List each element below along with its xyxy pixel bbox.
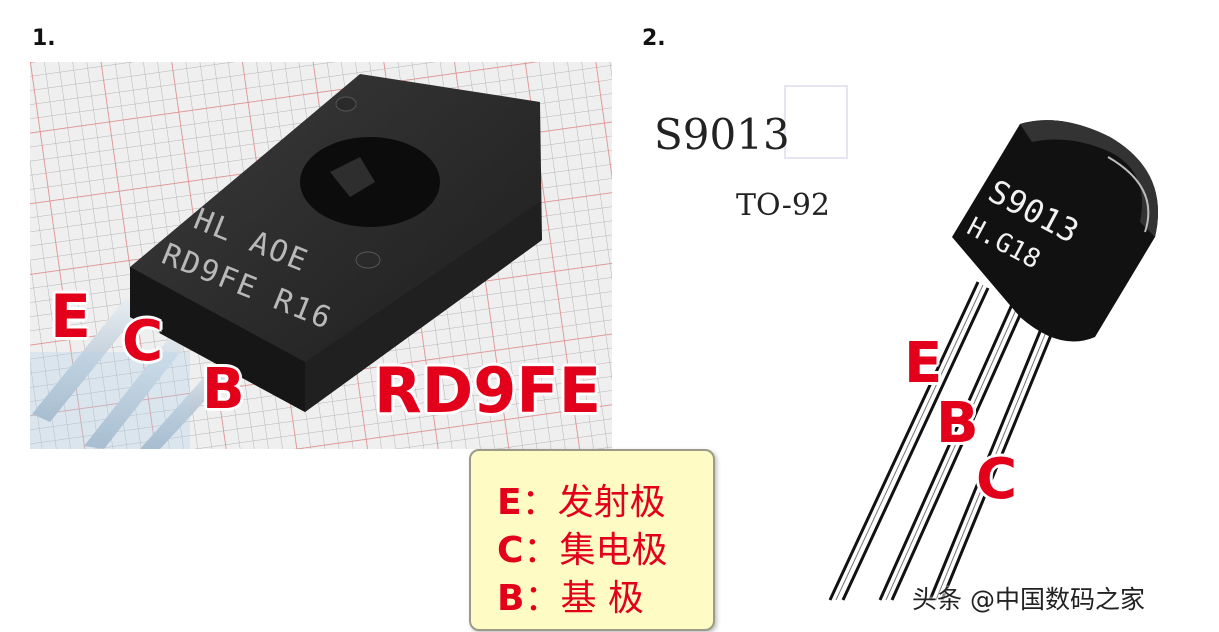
watermark-text: 头条 @中国数码之家 xyxy=(912,585,1145,614)
pin-label-e-2: E xyxy=(904,331,943,396)
part-name-text: S9013 xyxy=(654,110,790,159)
pin-label-e: E xyxy=(50,282,91,352)
transistor-photo-rd9fe: HL AOE RD9FE R16 E C B RD9FE xyxy=(30,62,612,449)
legend-value: 集电极 xyxy=(559,530,668,571)
transistor-drawing-s9013: S9013 TO-92 S9013 H.G18 E B C xyxy=(640,62,1219,622)
pin-label-c: C xyxy=(122,309,164,374)
legend-separator: ： xyxy=(524,578,561,619)
legend-value: 基 极 xyxy=(560,578,644,619)
panel-2-number: 2. xyxy=(642,26,666,51)
panel-1-number: 1. xyxy=(32,26,56,51)
part-name-label: RD9FE xyxy=(374,354,602,427)
legend-row-collector: C：集电极 xyxy=(497,521,667,573)
package-text: TO-92 xyxy=(736,188,831,223)
legend-row-emitter: E：发射极 xyxy=(497,473,666,525)
legend-key: C xyxy=(497,530,524,571)
legend-key: E xyxy=(497,482,522,523)
pin-label-c-2: C xyxy=(976,447,1018,512)
grid-paper-illustration xyxy=(30,62,612,449)
legend-key: B xyxy=(497,578,525,619)
to92-transistor-illustration xyxy=(784,85,1158,601)
pin-label-b-2: B xyxy=(936,391,979,456)
legend-separator: ： xyxy=(523,530,560,571)
legend-value: 发射极 xyxy=(557,482,666,523)
pin-legend-box: E：发射极 C：集电极 B：基 极 xyxy=(469,449,715,631)
legend-separator: ： xyxy=(521,482,558,523)
legend-row-base: B：基 极 xyxy=(497,569,644,621)
pin-label-b: B xyxy=(202,357,245,422)
